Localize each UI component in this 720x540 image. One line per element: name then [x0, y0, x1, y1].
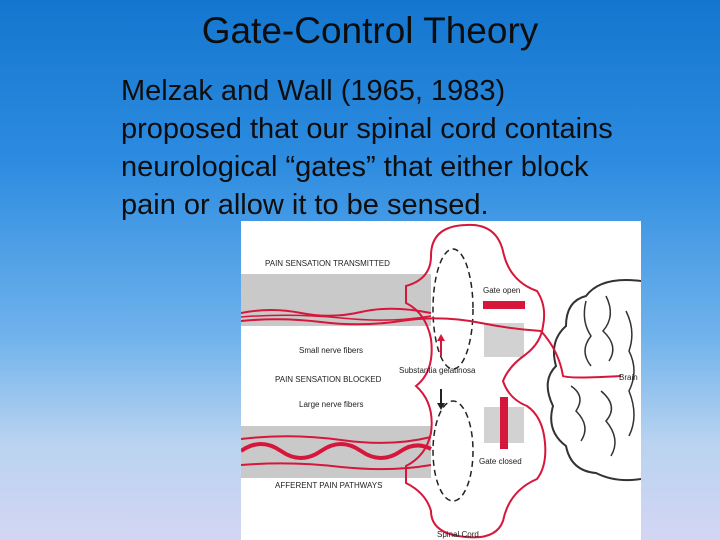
- label-gate-closed: Gate closed: [479, 457, 522, 466]
- brain-fold-2: [570, 385, 586, 442]
- label-pain-transmitted: PAIN SENSATION TRANSMITTED: [265, 259, 390, 268]
- slide-body-text: Melzak and Wall (1965, 1983) proposed th…: [121, 72, 681, 224]
- lower-nerve-fiber-2: [241, 442, 432, 460]
- down-arrow-head: [437, 403, 445, 410]
- gate-open-bar: [483, 301, 525, 309]
- brain-fold-3: [601, 295, 614, 362]
- label-substantia-gelatinosa: Substantia gelatinosa: [399, 366, 476, 375]
- up-arrow-head: [437, 334, 445, 341]
- label-spinal-cord: Spinal Cord: [437, 530, 479, 539]
- gate-closed-bar: [500, 397, 508, 449]
- brain-fold-5: [625, 310, 635, 437]
- lower-nerve-fiber-3: [241, 462, 432, 471]
- upper-nerve-fiber-3: [241, 314, 432, 321]
- gate-control-diagram: PAIN SENSATION TRANSMITTED Gate open Sma…: [241, 221, 641, 540]
- label-large-fibers: Large nerve fibers: [299, 400, 363, 409]
- label-small-fibers: Small nerve fibers: [299, 346, 363, 355]
- body-line: pain or allow it to be sensed.: [121, 189, 489, 221]
- slide-title: Gate-Control Theory: [201, 10, 539, 51]
- body-line: Melzak and Wall (1965, 1983): [121, 75, 506, 107]
- lower-dashed-oval: [432, 400, 474, 502]
- brain-outline: [546, 279, 641, 482]
- label-afferent-pathways: AFFERENT PAIN PATHWAYS: [275, 481, 382, 490]
- upper-nerve-fiber-2: [241, 317, 542, 332]
- brain-pathway: [540, 330, 622, 379]
- diagram-svg: PAIN SENSATION TRANSMITTED Gate open Sma…: [241, 223, 641, 539]
- upper-dashed-oval: [432, 248, 474, 370]
- label-brain: Brain: [619, 373, 638, 382]
- upper-nerve-fiber-1: [241, 307, 432, 317]
- brain-fold-1: [583, 300, 592, 367]
- body-line: neurological “gates” that either block: [121, 151, 589, 183]
- lower-nerve-fiber-1: [241, 435, 432, 444]
- body-line: proposed that our spinal cord contains: [121, 113, 613, 145]
- spinal-cord-outline: [405, 223, 547, 539]
- brain-fold-4: [600, 390, 616, 457]
- label-gate-open: Gate open: [483, 286, 520, 295]
- label-pain-blocked: PAIN SENSATION BLOCKED: [275, 375, 382, 384]
